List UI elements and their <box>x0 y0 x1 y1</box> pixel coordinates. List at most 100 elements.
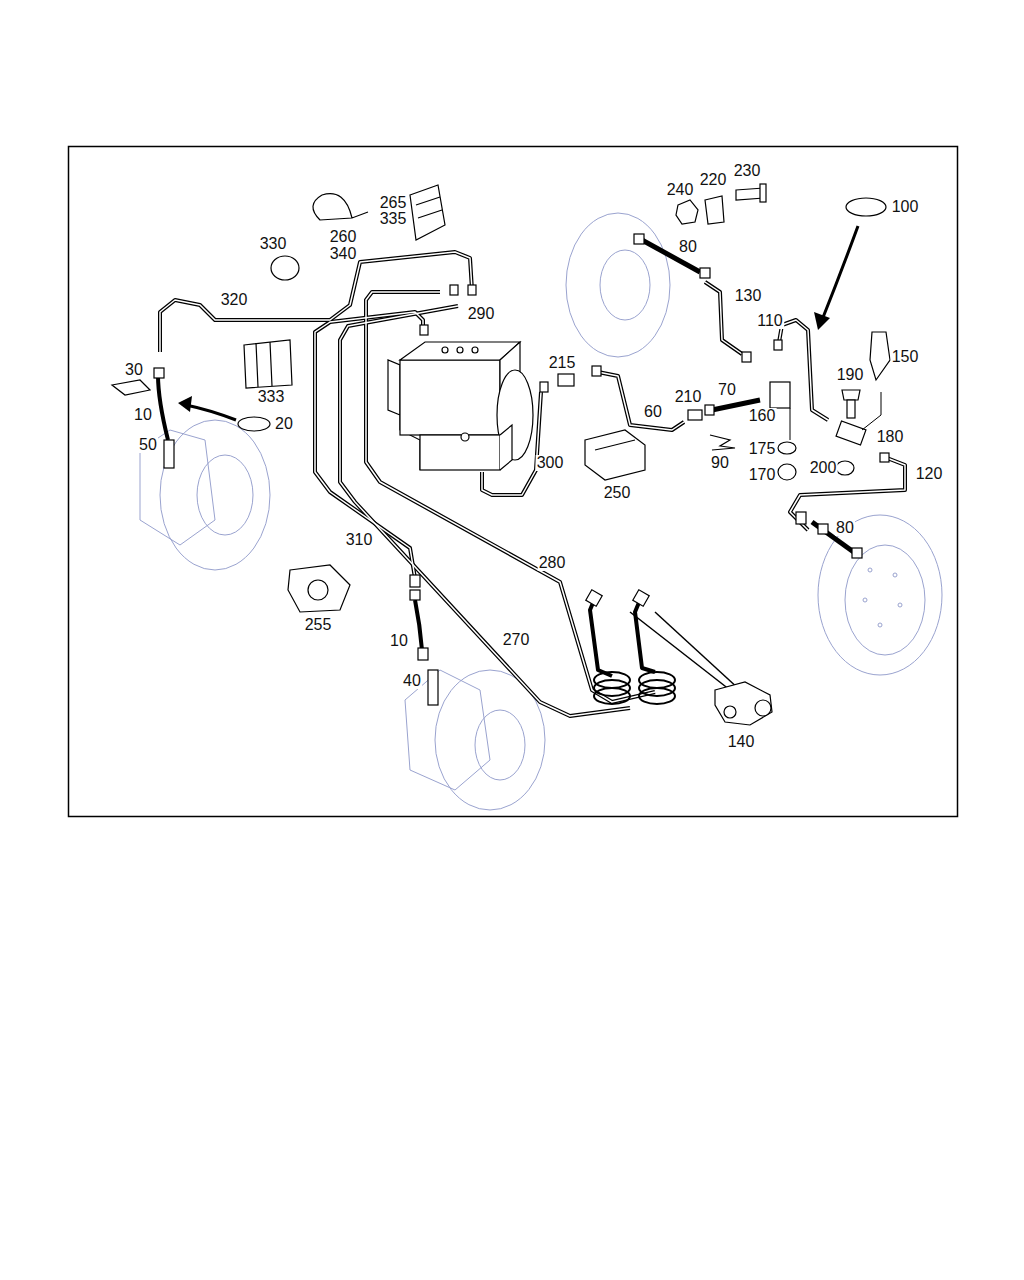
callout-number: 220 <box>699 172 728 188</box>
callout-number: 210 <box>674 389 703 405</box>
abs-unit <box>472 347 478 353</box>
small-parts <box>308 580 328 600</box>
callout-number: 50 <box>138 437 158 453</box>
small-parts <box>112 184 890 725</box>
abs-unit <box>420 435 500 470</box>
callout-number: 270 <box>502 632 531 648</box>
leader-line <box>790 392 881 440</box>
brake-hose <box>642 240 700 272</box>
callout-number: 170 <box>748 467 777 483</box>
small-parts <box>416 197 442 218</box>
brake-pipe-core <box>315 312 423 578</box>
brake-hose <box>154 368 164 378</box>
small-parts <box>676 200 698 224</box>
abs-unit <box>442 347 448 353</box>
callout-number: 180 <box>876 429 905 445</box>
brake-hose <box>450 285 458 295</box>
small-parts <box>313 194 368 220</box>
callout-number: 80 <box>835 520 855 536</box>
brake-pipe <box>482 392 541 495</box>
callout-number: 30 <box>124 362 144 378</box>
brake-hose <box>154 234 889 705</box>
small-parts <box>724 706 736 718</box>
callout-number: 110 <box>756 313 784 329</box>
wheel-outline <box>863 598 867 602</box>
callout-number: 100 <box>891 199 920 215</box>
brake-pipe-core <box>598 372 684 430</box>
brake-pipe <box>340 306 630 716</box>
callout-number: 240 <box>666 182 695 198</box>
abs-unit <box>400 342 520 360</box>
brake-pipe-core <box>482 392 541 495</box>
wheel-outline <box>140 213 942 810</box>
arrowhead <box>178 396 192 412</box>
small-parts <box>288 565 350 612</box>
wheel-outline <box>868 568 872 572</box>
callout-number: 70 <box>717 382 737 398</box>
brake-pipe <box>160 252 905 716</box>
callout-number: 150 <box>891 349 920 365</box>
abs-unit <box>461 433 469 441</box>
brake-pipe-core <box>340 306 630 716</box>
small-parts <box>585 430 645 480</box>
brake-hose <box>852 548 862 558</box>
wheel-outline <box>878 623 882 627</box>
callout-number: 215 <box>548 355 577 371</box>
callout-number: 80 <box>678 239 698 255</box>
small-parts <box>112 380 150 395</box>
callout-number: 90 <box>710 455 730 471</box>
leader-line <box>790 408 791 440</box>
brake-pipe <box>366 292 655 702</box>
small-parts <box>836 461 854 475</box>
callout-number: 280 <box>538 555 567 571</box>
wheel-outline <box>197 455 253 535</box>
brake-hose <box>410 590 420 600</box>
abs-unit <box>388 342 533 470</box>
pipe-coil <box>594 672 675 704</box>
callout-number: 175 <box>748 441 777 457</box>
small-parts <box>271 256 299 280</box>
wheel-outline <box>475 710 525 780</box>
callout-number: 250 <box>603 485 632 501</box>
small-parts <box>870 332 890 380</box>
brake-hose <box>880 453 889 462</box>
callout-number: 10 <box>133 407 153 423</box>
small-parts <box>595 440 635 450</box>
brake-hose <box>586 590 602 606</box>
brake-hose <box>415 600 422 650</box>
brake-hose <box>158 375 168 440</box>
pipe-coil <box>594 688 630 704</box>
arrowhead <box>178 312 830 412</box>
abs-unit <box>500 425 512 470</box>
callout-number: 330 <box>259 236 288 252</box>
brake-hose <box>688 410 702 420</box>
wheel-outline <box>898 603 902 607</box>
valve-line <box>630 612 730 690</box>
callout-number: 333 <box>257 389 286 405</box>
wheel-outline <box>893 573 897 577</box>
callout-number: 255 <box>304 617 333 633</box>
brake-hose <box>818 524 828 534</box>
brake-hose <box>164 440 174 468</box>
brake-hose <box>836 421 866 445</box>
brake-hose <box>418 648 428 660</box>
callout-number: 40 <box>402 673 422 689</box>
callout-number: 160 <box>748 408 777 424</box>
small-parts <box>710 435 735 450</box>
brake-hose <box>592 366 601 376</box>
brake-hose <box>700 268 710 278</box>
pointer-arrow <box>186 405 236 420</box>
valve-line <box>630 612 740 690</box>
pipe-coil <box>639 688 675 704</box>
callout-number: 260 <box>329 229 358 245</box>
small-parts <box>760 184 766 202</box>
callout-number: 130 <box>734 288 763 304</box>
valve-line <box>655 612 740 690</box>
arrowhead <box>814 312 830 330</box>
brake-hose <box>634 234 644 244</box>
leader-line <box>862 392 881 430</box>
brake-pipe <box>590 598 612 676</box>
brake-hose <box>540 382 548 392</box>
callout-number: 10 <box>389 633 409 649</box>
